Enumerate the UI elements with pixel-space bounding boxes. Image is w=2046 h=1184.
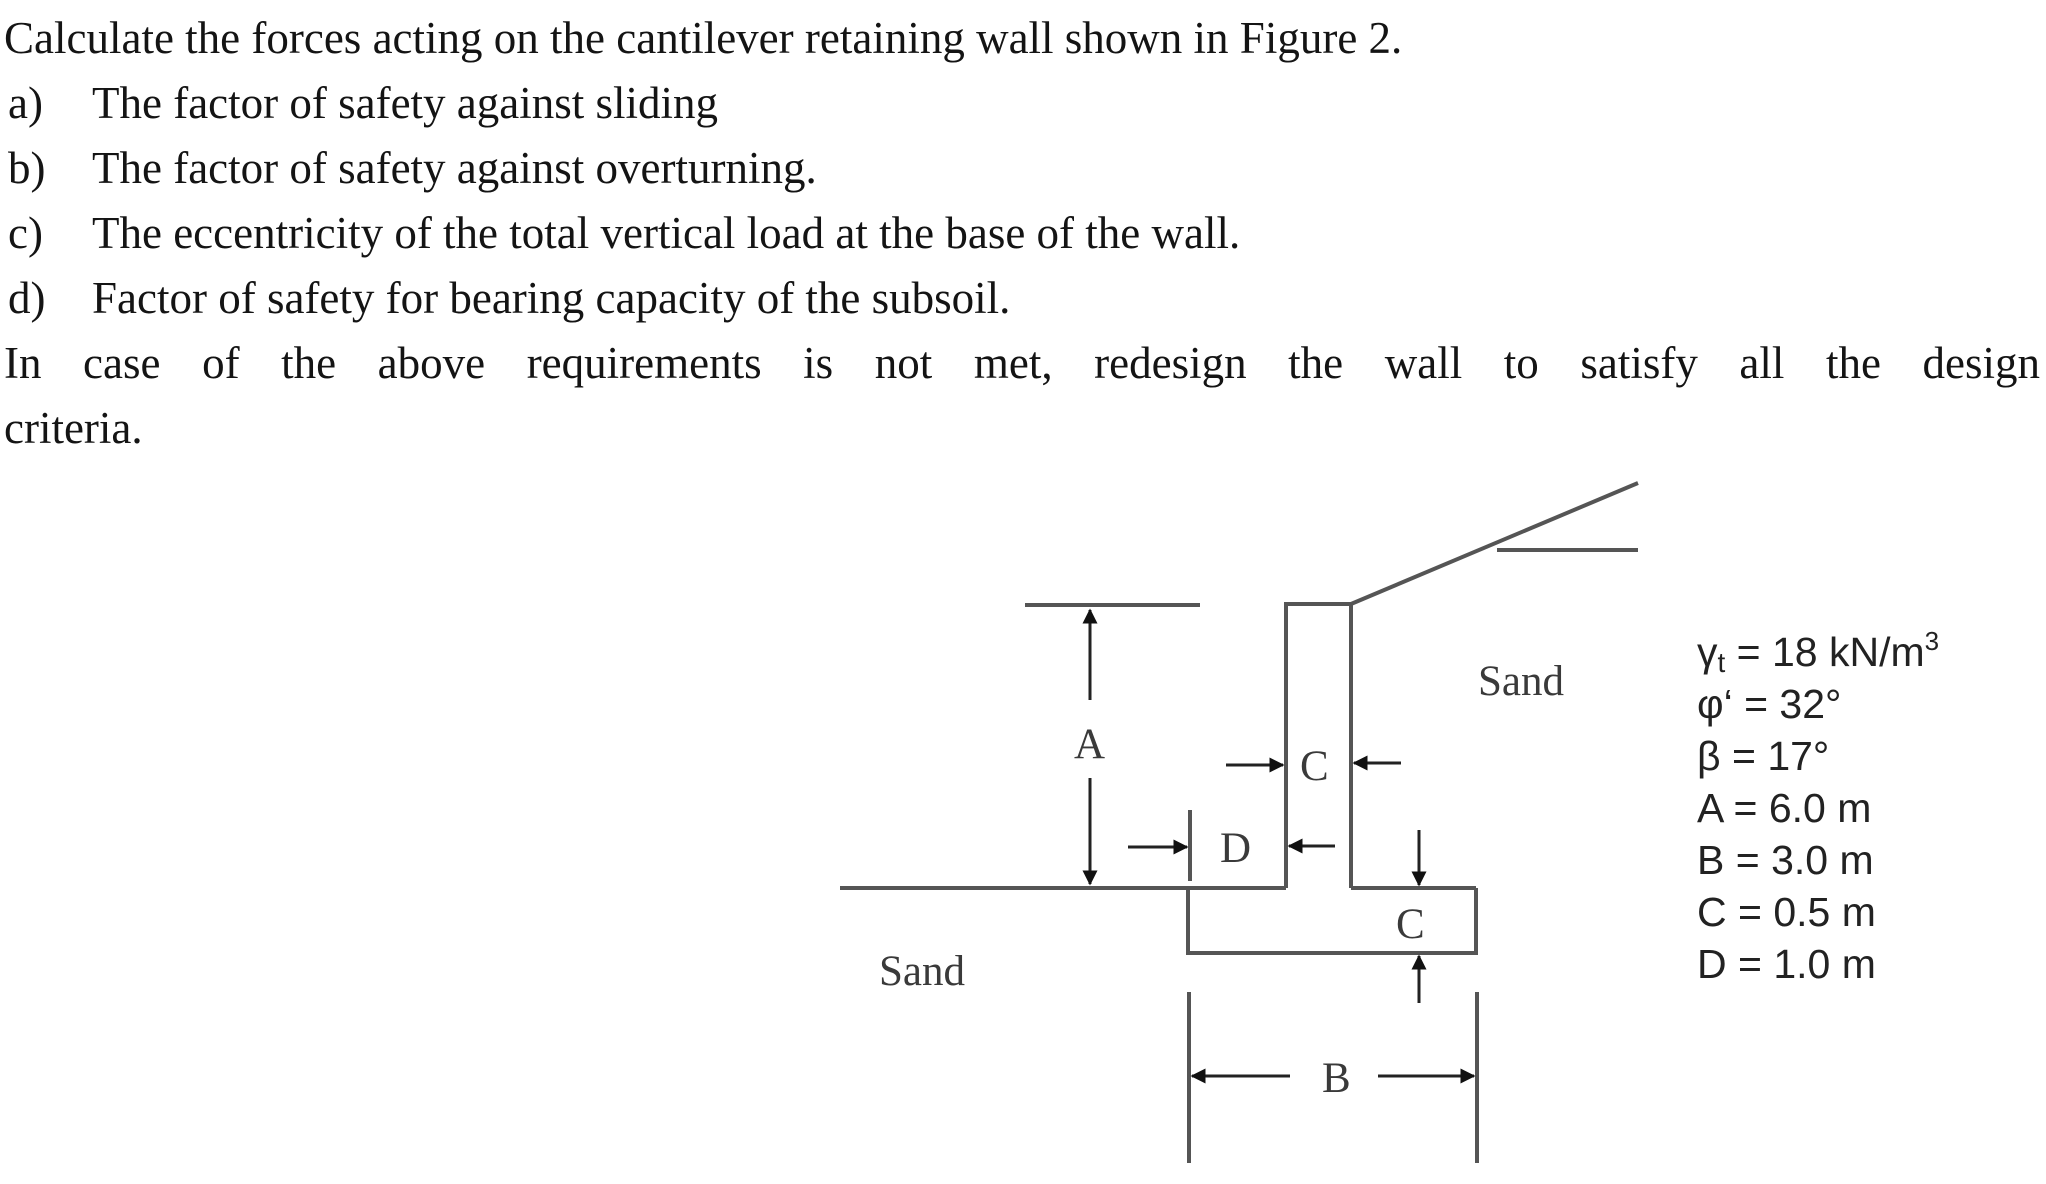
dim-label-c-base: C [1396,901,1425,948]
base-slab [1186,888,1478,955]
param-d: D = 1.0 m [1697,941,1876,987]
dim-label-d: D [1220,825,1251,872]
item-text: The eccentricity of the total vertical l… [92,208,1241,258]
parameter-list: γt = 18 kN/m3 φ‘ = 32° β = 17° A = 6.0 m… [1697,626,1939,987]
dim-label-a: A [1074,721,1105,768]
item-label: b) [8,143,46,193]
item-text: The factor of safety against sliding [92,78,719,128]
soil-label-right: Sand [1478,658,1564,705]
dim-label-b: B [1322,1055,1351,1102]
closing-instruction-continued: criteria. [4,403,143,453]
param-slope-angle: β = 17° [1697,733,1829,779]
question-intro: Calculate the forces acting on the canti… [4,13,1403,63]
closing-instruction: In case of the above requirements is not… [4,338,2040,388]
item-label: c) [8,208,43,258]
soil-label-left: Sand [879,948,965,995]
item-label: a) [8,78,43,128]
param-b: B = 3.0 m [1697,837,1874,883]
wall-stem [1284,602,1353,888]
param-a: A = 6.0 m [1697,785,1871,831]
item-text: Factor of safety for bearing capacity of… [92,273,1011,323]
dim-label-c-stem: C [1300,743,1329,790]
param-c: C = 0.5 m [1697,889,1876,935]
item-text: The factor of safety against overturning… [92,143,817,193]
item-label: d) [8,273,46,323]
backfill-slope [1350,481,1639,606]
param-unit-weight: γt = 18 kN/m3 [1697,626,1939,678]
param-friction-angle: φ‘ = 32° [1697,681,1841,727]
